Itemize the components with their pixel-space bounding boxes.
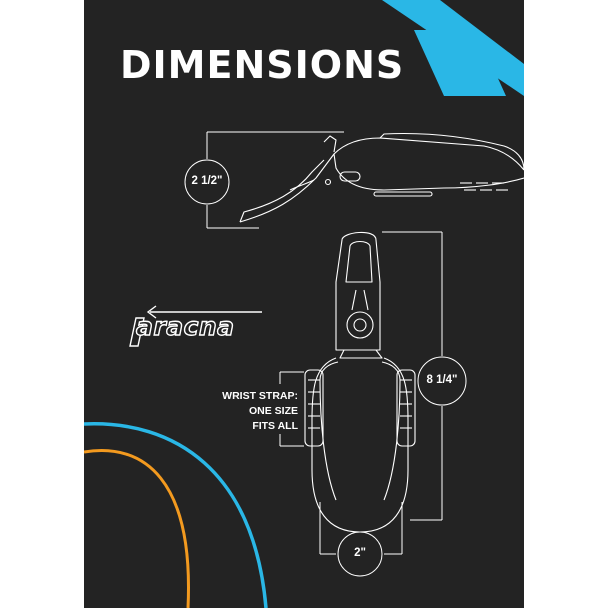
blue-arc [84,422,268,608]
brand-logo-text: aracna [135,312,235,341]
logo-arrow [129,305,262,347]
length-dimension-label: 8 1/4" [426,374,458,386]
wrist-strap-line-2: ONE SIZE [248,405,298,417]
wrist-strap-line-1: WRIST STRAP: [222,390,298,402]
accent-stripe-bottom [414,30,506,96]
wrist-strap-bracket [279,371,304,447]
decorative-graphics [84,0,524,608]
width-dimension-lines [319,502,403,577]
wrist-strap-note: WRIST STRAP: ONE SIZE FITS ALL [194,389,298,434]
height-dimension-lines [184,131,344,229]
orange-arc [84,449,190,608]
brand-logo: aracna [130,300,290,350]
page-title: DIMENSIONS [120,43,405,87]
width-dimension-label: 2" [354,547,366,559]
top-view-drawing [304,231,416,533]
wrist-strap-line-3: FITS ALL [252,420,298,432]
length-dimension-lines [382,231,467,521]
dimensions-card: DIMENSIONS 2 1/2" 8 1/4" 2" WRIST STRAP:… [84,0,524,608]
height-dimension-label: 2 1/2" [191,175,223,187]
side-view-drawing [239,132,524,223]
